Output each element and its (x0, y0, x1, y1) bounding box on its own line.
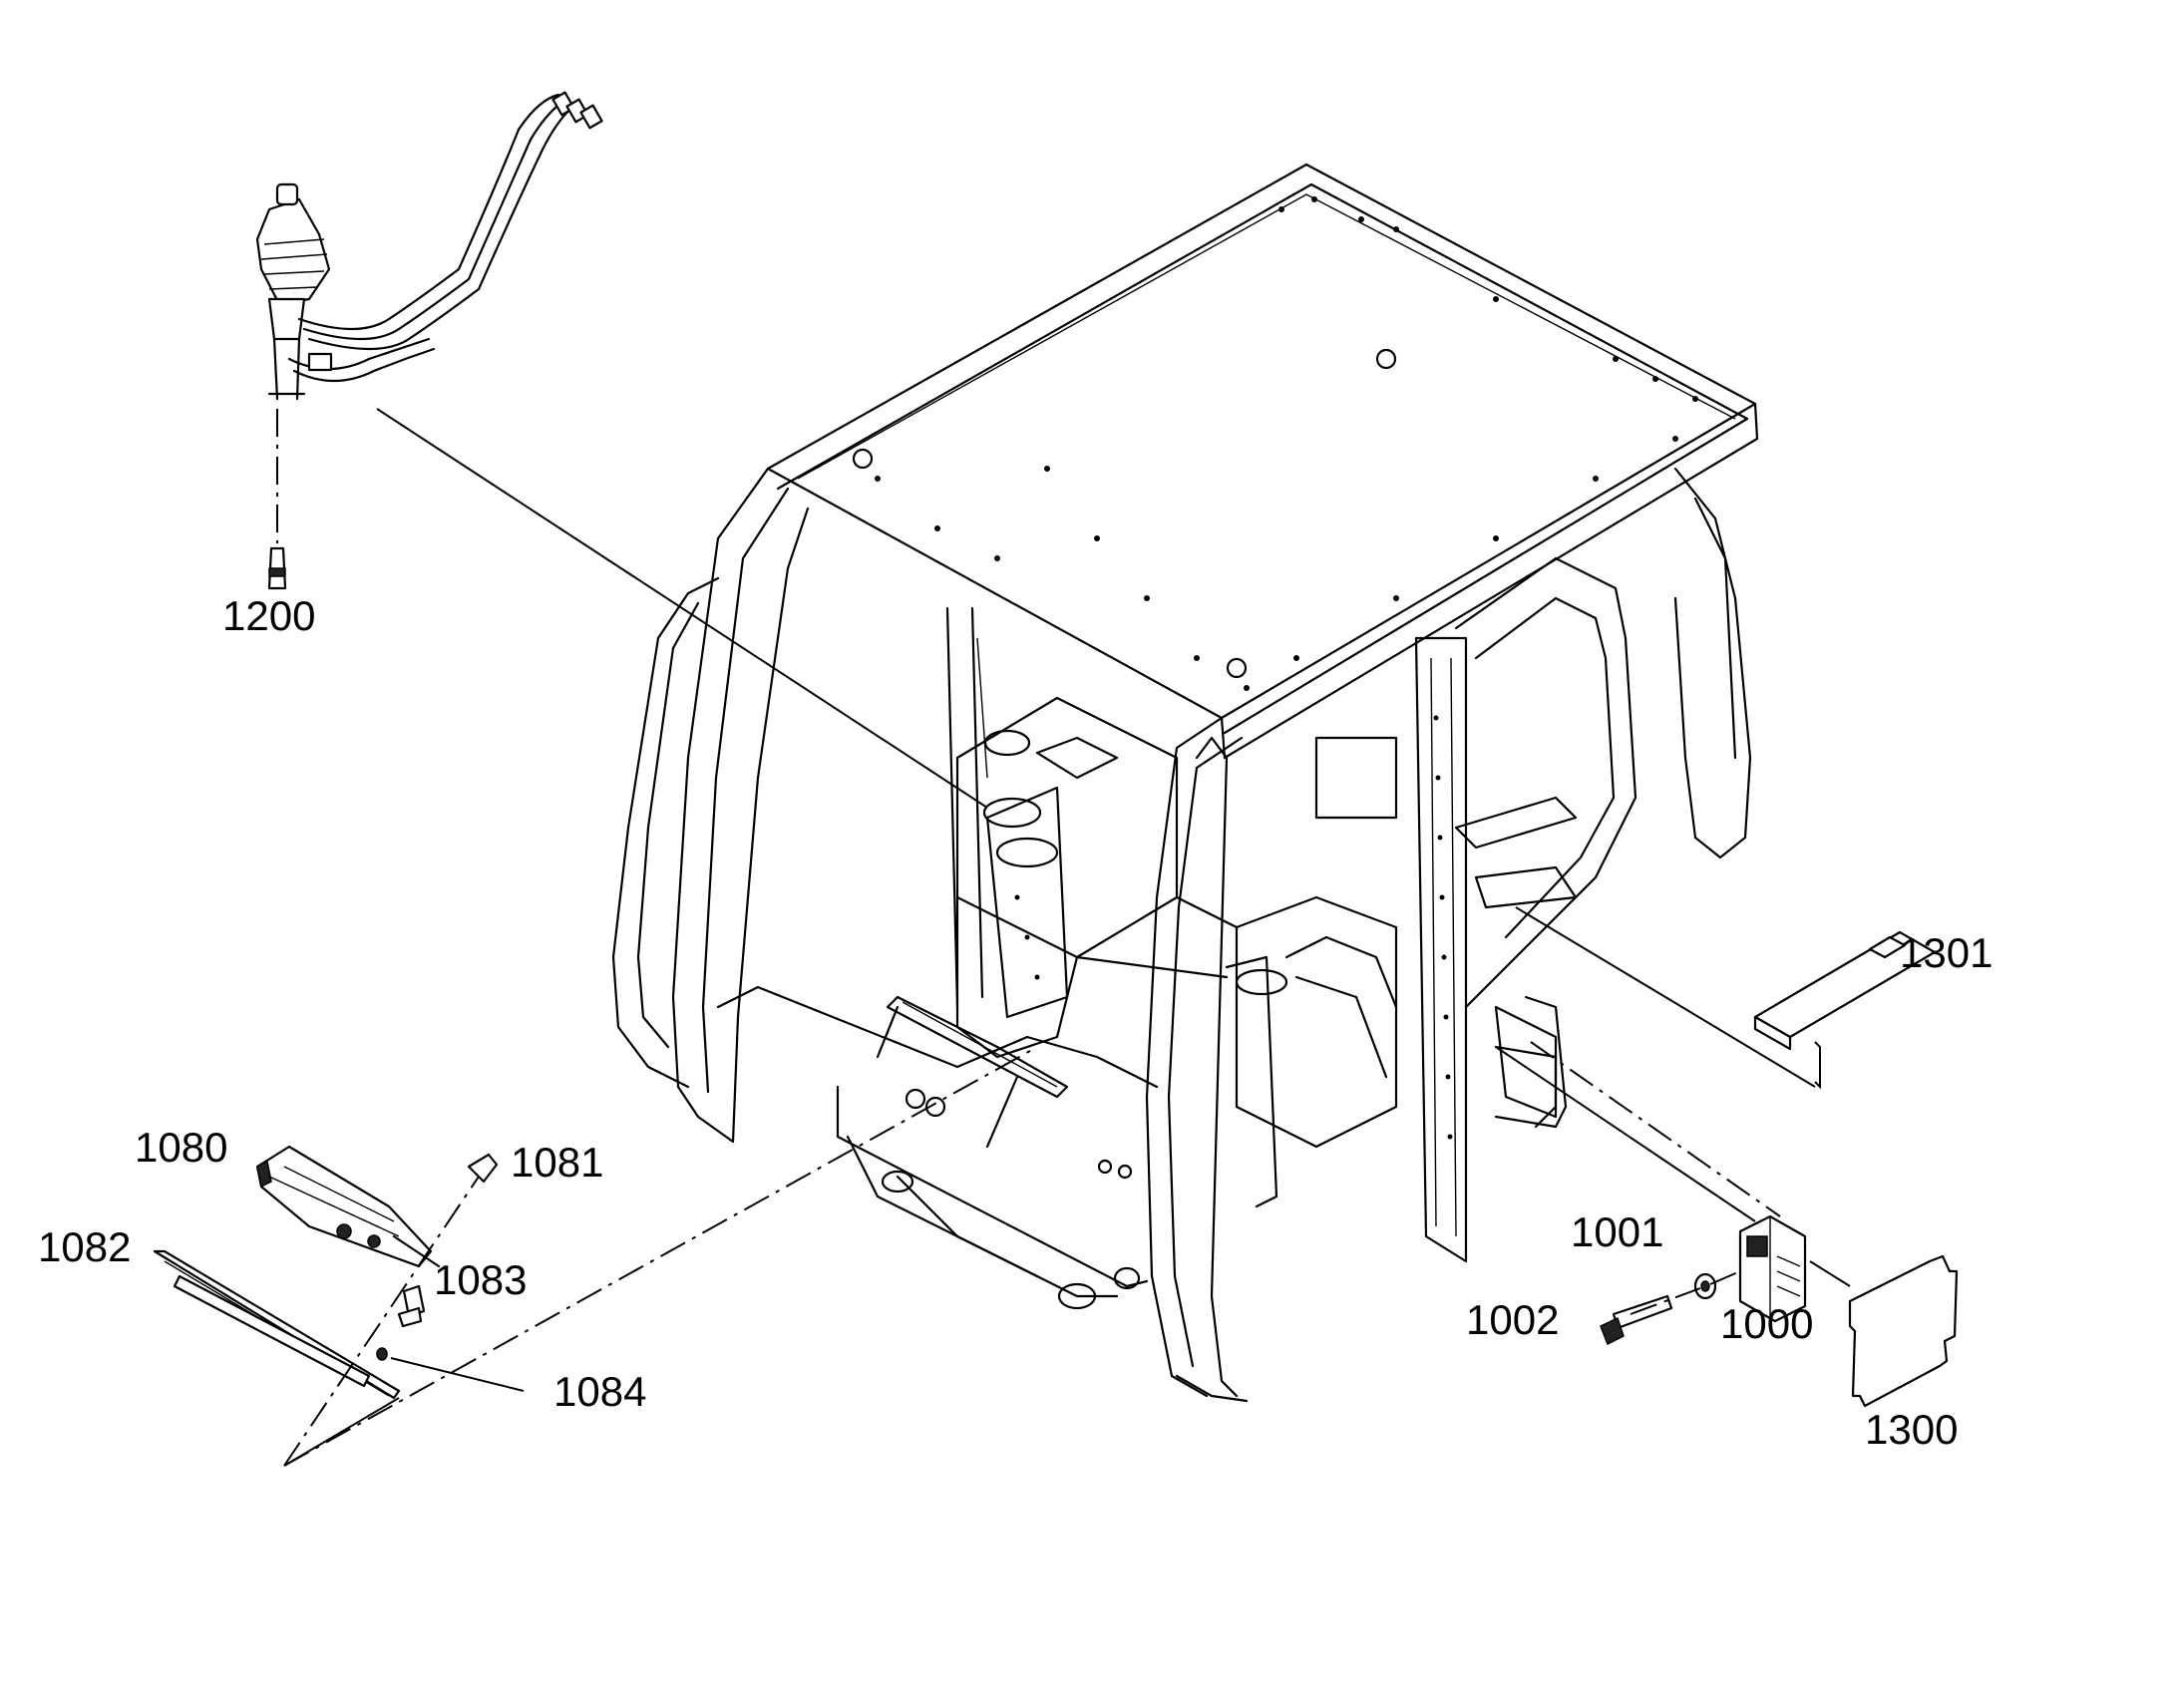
label-1001: 1001 (1571, 1208, 1663, 1255)
screw-part-1081 (467, 1153, 499, 1184)
controller-part-1000 (1738, 1214, 1807, 1323)
leader-lines (283, 408, 1851, 1467)
bolt-part-1002 (1600, 1294, 1673, 1346)
cab-frame (611, 163, 1759, 1403)
wiper-motor-part-1080 (255, 1145, 441, 1268)
label-1000: 1000 (1720, 1300, 1813, 1347)
cover-plate-part-1300 (1848, 1254, 1959, 1408)
center-lines (283, 1041, 1781, 1467)
wiper-blade-part-1082 (153, 1249, 401, 1400)
bracket-part-1301 (1753, 930, 1937, 1051)
screw-part-1083 (397, 1284, 426, 1328)
joystick-part-1200 (255, 91, 603, 590)
label-1301: 1301 (1900, 929, 1993, 976)
washer-part-1001 (1693, 1272, 1717, 1300)
label-1084: 1084 (553, 1368, 646, 1415)
label-1002: 1002 (1466, 1296, 1559, 1343)
label-1300: 1300 (1865, 1406, 1958, 1453)
label-1080: 1080 (135, 1124, 227, 1171)
label-1082: 1082 (38, 1223, 131, 1270)
label-1081: 1081 (511, 1139, 603, 1186)
label-1200: 1200 (222, 592, 315, 639)
part-labels: 1200 1301 1080 1081 1082 1083 1084 1001 … (38, 592, 1993, 1453)
nut-part-1084 (376, 1347, 388, 1361)
label-1083: 1083 (434, 1256, 527, 1303)
